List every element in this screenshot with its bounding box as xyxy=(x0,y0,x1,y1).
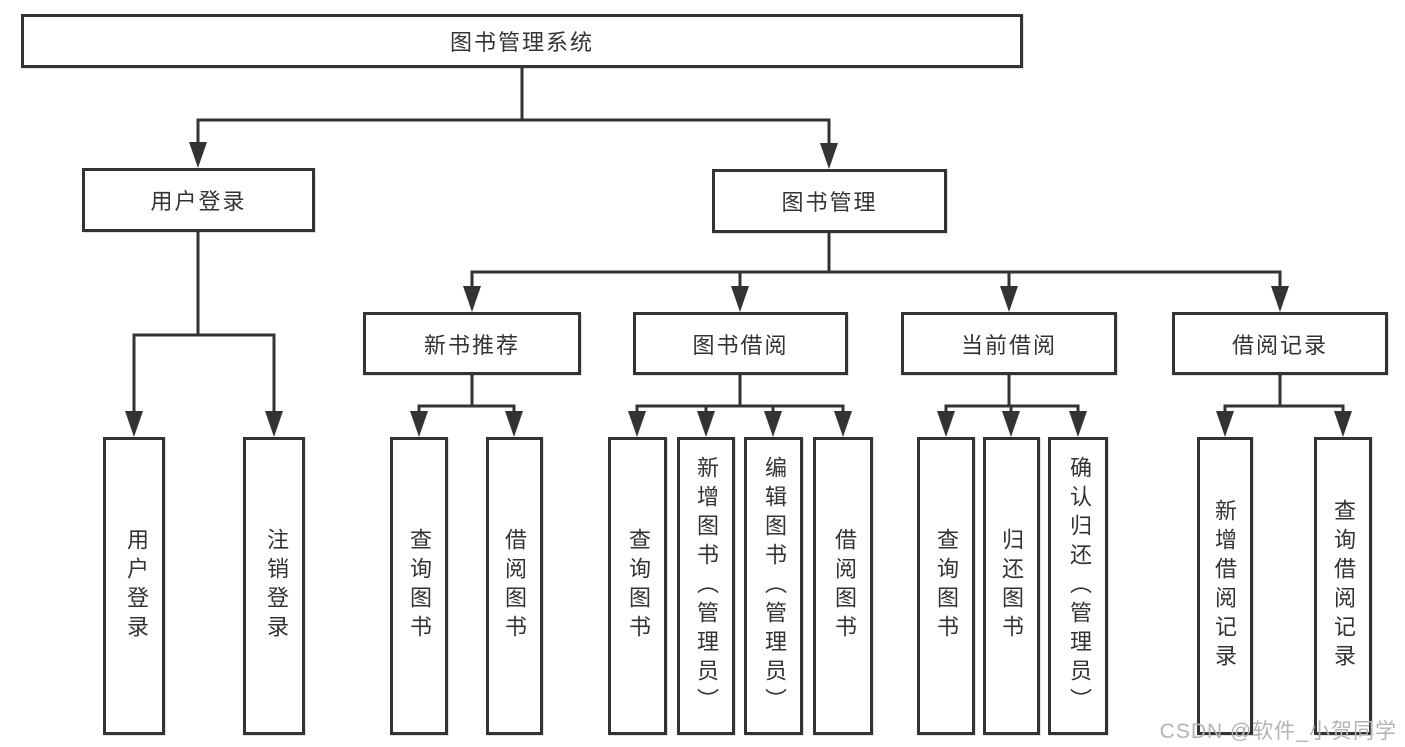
arrowhead-down-icon xyxy=(410,411,428,437)
arrowhead-down-icon xyxy=(505,411,523,437)
node-add-books-admin: 新增图书（管理员） xyxy=(677,437,735,735)
node-query-books-borrow: 查询图书 xyxy=(608,437,667,735)
arrowhead-down-icon xyxy=(463,286,481,312)
csdn-watermark: CSDN @软件_小贺同学 xyxy=(1159,720,1397,743)
arrowhead-down-icon xyxy=(697,411,715,437)
arrowhead-down-icon xyxy=(1216,411,1234,437)
node-query-books-current: 查询图书 xyxy=(917,437,975,735)
node-query-books-newbook: 查询图书 xyxy=(390,437,448,735)
node-confirm-return-admin: 确认归还（管理员） xyxy=(1048,437,1108,735)
node-edit-books-admin: 编辑图书（管理员） xyxy=(744,437,803,735)
arrowhead-down-icon xyxy=(1002,411,1020,437)
arrowhead-down-icon xyxy=(1271,286,1289,312)
arrowhead-down-icon xyxy=(764,411,782,437)
node-add-borrow-record: 新增借阅记录 xyxy=(1197,437,1253,735)
arrowhead-down-icon xyxy=(937,411,955,437)
arrowhead-down-icon xyxy=(189,142,207,168)
node-library-management-system: 图书管理系统 xyxy=(21,14,1023,68)
arrowhead-down-icon xyxy=(1069,411,1087,437)
arrowhead-down-icon xyxy=(820,143,838,169)
arrowhead-down-icon xyxy=(265,411,283,437)
node-borrowing-records: 借阅记录 xyxy=(1172,312,1388,375)
node-query-borrow-record: 查询借阅记录 xyxy=(1314,437,1372,735)
node-user-login-leaf: 用户登录 xyxy=(103,437,165,735)
arrowhead-down-icon xyxy=(731,286,749,312)
node-logout-leaf: 注销登录 xyxy=(243,437,305,735)
node-borrow-books-newbook: 借阅图书 xyxy=(486,437,543,735)
arrowhead-down-icon xyxy=(628,411,646,437)
arrowhead-down-icon xyxy=(1000,286,1018,312)
node-book-borrowing: 图书借阅 xyxy=(633,312,848,375)
arrowhead-down-icon xyxy=(125,411,143,437)
node-current-borrowing: 当前借阅 xyxy=(901,312,1117,375)
node-new-book-recommend: 新书推荐 xyxy=(363,312,581,375)
node-user-login: 用户登录 xyxy=(82,168,315,232)
node-return-books: 归还图书 xyxy=(983,437,1040,735)
node-borrow-books-borrow: 借阅图书 xyxy=(813,437,873,735)
node-book-management: 图书管理 xyxy=(712,169,947,233)
arrowhead-down-icon xyxy=(834,411,852,437)
arrowhead-down-icon xyxy=(1334,411,1352,437)
